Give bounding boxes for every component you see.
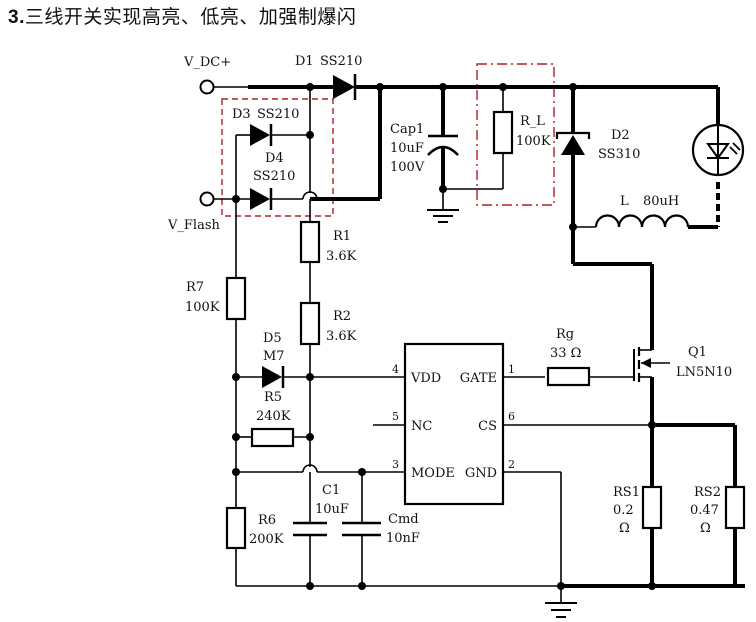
rs2-ref: RS2	[694, 485, 721, 500]
ic-pin2-name: GND	[465, 466, 497, 481]
r1-ref: R1	[333, 229, 351, 244]
d1-ref: D1	[295, 54, 314, 69]
c1-value: 10uF	[315, 502, 349, 517]
d2-ref: D2	[611, 128, 630, 143]
rs2-unit: Ω	[700, 521, 711, 536]
d4-ref: D4	[265, 151, 284, 166]
vdc-label: V_DC+	[183, 55, 231, 70]
ic-pin6-num: 6	[508, 410, 515, 423]
rg-resistor	[546, 366, 591, 387]
l-ref: L	[620, 194, 629, 209]
ic-pin6-name: CS	[478, 419, 497, 434]
rs2-resistor	[724, 485, 746, 530]
cap1-ref: Cap1	[390, 122, 424, 137]
rs1-ref: RS1	[613, 485, 640, 500]
d3-ref: D3	[232, 107, 251, 122]
r1-value: 3.6K	[326, 249, 357, 264]
ic-pin3-name: MODE	[411, 466, 455, 481]
ic-pin5-name: NC	[411, 419, 432, 434]
vdc-terminal[interactable]	[199, 79, 215, 95]
r5-resistor	[250, 427, 295, 448]
ic-pin1-name: GATE	[460, 371, 497, 386]
rg-ref: Rg	[556, 327, 574, 342]
r6-ref: R6	[258, 513, 276, 528]
r7-resistor	[225, 276, 247, 321]
r7-value: 100K	[185, 300, 220, 315]
d4-diode	[250, 188, 273, 210]
r5-value: 240K	[256, 409, 291, 424]
l-value: 80uH	[643, 194, 679, 209]
vflash-terminal[interactable]	[199, 191, 215, 207]
ic-pin5-num: 5	[392, 410, 399, 423]
rs1-resistor	[641, 485, 663, 530]
ic-pin4-num: 4	[392, 363, 399, 376]
q1-mosfet	[633, 347, 670, 382]
l-inductor	[594, 214, 690, 228]
cmd-ref: Cmd	[388, 512, 419, 527]
r6-value: 200K	[249, 532, 284, 547]
flash-diode-box	[221, 98, 334, 217]
cap1-capacitor	[427, 134, 459, 156]
r2-ref: R2	[333, 309, 351, 324]
page-title: 3.三线开关实现高亮、低亮、加强制爆闪	[8, 2, 356, 29]
r7-ref: R7	[186, 280, 204, 295]
ground-icon	[427, 189, 459, 223]
vflash-label: V_Flash	[167, 218, 220, 233]
r5-ref: R5	[264, 390, 282, 405]
bleeder-resistor-box	[476, 63, 555, 206]
r1-resistor	[299, 220, 321, 264]
d2-diode	[555, 131, 591, 155]
rs2-value: 0.47	[690, 503, 719, 518]
r2-value: 3.6K	[326, 329, 357, 344]
ic-pin3-num: 3	[392, 458, 399, 471]
rl-value: 100K	[516, 134, 551, 149]
title-text: 三线开关实现高亮、低亮、加强制爆闪	[24, 6, 357, 28]
r2-resistor	[299, 301, 321, 346]
d1-diode	[333, 74, 357, 100]
led-lamp-icon[interactable]	[691, 123, 745, 177]
rg-value: 33 Ω	[550, 346, 581, 361]
rs1-unit: Ω	[619, 521, 630, 536]
d5-diode	[262, 366, 285, 388]
c1-ref: C1	[322, 483, 340, 498]
title-number: 3.	[8, 7, 25, 28]
q1-value: LN5N10	[676, 365, 732, 380]
ic-pin1-num: 1	[508, 363, 515, 376]
cap1-value: 10uF	[390, 141, 424, 156]
rl-resistor	[492, 110, 514, 155]
d5-value: M7	[263, 349, 285, 364]
d2-value: SS310	[598, 147, 640, 162]
d3-diode	[250, 124, 273, 146]
rl-ref: R_L	[520, 114, 545, 129]
cmd-value: 10nF	[386, 531, 420, 546]
d3-value: SS210	[257, 107, 299, 122]
ground-icon	[545, 586, 577, 618]
cmd-capacitor	[342, 521, 381, 537]
driver-ic	[403, 342, 505, 506]
d5-ref: D5	[263, 331, 282, 346]
q1-ref: Q1	[688, 345, 707, 360]
ic-pin2-num: 2	[508, 458, 515, 471]
ic-pin4-name: VDD	[410, 371, 441, 386]
cap1-voltage: 100V	[390, 160, 425, 175]
d1-value: SS210	[320, 54, 362, 69]
c1-capacitor	[293, 521, 327, 537]
d4-value: SS210	[253, 169, 295, 184]
rs1-value: 0.2	[613, 503, 634, 518]
r6-resistor	[225, 506, 247, 550]
